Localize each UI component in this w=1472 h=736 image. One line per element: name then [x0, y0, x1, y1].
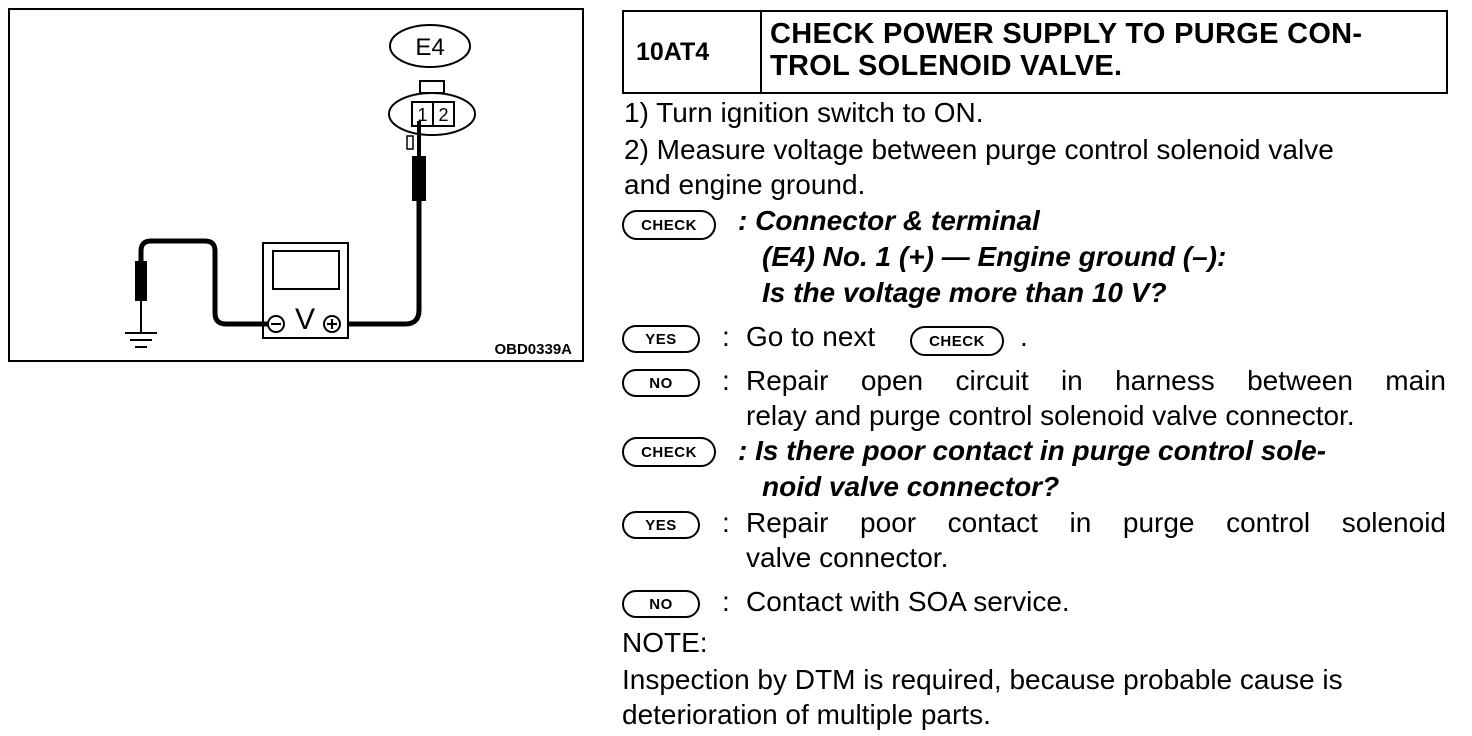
no-1-line2: relay and purge control solenoid valve c… — [746, 400, 1355, 431]
negative-lead — [138, 238, 268, 327]
check-1-line3: Is the voltage more than 10 V? — [762, 277, 1167, 308]
voltmeter-display — [272, 250, 340, 290]
probe-handle-positive — [412, 156, 426, 201]
probe-handle-negative — [135, 261, 147, 301]
pin-2-label: 2 — [438, 105, 448, 125]
yes-badge-2: YES — [622, 511, 700, 539]
yes-badge: YES — [622, 325, 700, 353]
step-title-line1: CHECK POWER SUPPLY TO PURGE CON- — [770, 18, 1363, 50]
yes-2-line1: Repair poor contact in purge control sol… — [746, 507, 1446, 538]
note-label: NOTE: — [622, 627, 708, 658]
check-2-line1: : Is there poor contact in purge control… — [738, 435, 1327, 466]
check-1-line2: (E4) No. 1 (+) — Engine ground (–): — [762, 241, 1227, 272]
note-line2: deterioration of multiple parts. — [622, 699, 991, 730]
check-badge-2: CHECK — [622, 437, 716, 467]
yes-2-line2: valve connector. — [746, 542, 949, 573]
step-2-line1: 2) Measure voltage between purge control… — [624, 134, 1334, 165]
no-badge: NO — [622, 369, 700, 397]
no-2-text: Contact with SOA service. — [746, 586, 1070, 617]
yes-2-colon: : — [722, 507, 730, 538]
ground-symbol — [125, 332, 157, 348]
positive-lead — [335, 201, 422, 327]
connector-tab — [406, 135, 414, 150]
step-2-line2: and engine ground. — [624, 169, 866, 200]
wiring-diagram: E4 1 2 V OBD0339A — [8, 8, 584, 362]
step-title-line2: TROL SOLENOID VALVE. — [770, 50, 1123, 82]
connector-latch — [419, 80, 445, 94]
step-1: 1) Turn ignition switch to ON. — [624, 97, 984, 128]
no-1-line1: Repair open circuit in harness between m… — [746, 365, 1446, 396]
step-code: 10AT4 — [624, 12, 762, 92]
check-badge: CHECK — [622, 210, 716, 240]
connector-label-ellipse — [389, 24, 471, 68]
yes-1-colon: : — [722, 321, 730, 352]
pin-1-label: 1 — [417, 105, 427, 125]
check-badge-inline: CHECK — [910, 326, 1004, 356]
connector-label: E4 — [415, 34, 444, 61]
no-2-colon: : — [722, 586, 730, 617]
no-badge-2: NO — [622, 590, 700, 618]
voltmeter-symbol: V — [295, 303, 315, 336]
check-1-line1: : Connector & terminal — [738, 205, 1040, 236]
yes-1-text: Go to next — [746, 321, 876, 352]
check-2-line2: noid valve connector? — [762, 471, 1060, 502]
step-title: CHECK POWER SUPPLY TO PURGE CON- TROL SO… — [762, 12, 1446, 92]
no-1-colon: : — [722, 365, 730, 396]
note-line1: Inspection by DTM is required, because p… — [622, 664, 1343, 695]
yes-1-period: . — [1020, 321, 1028, 352]
figure-id: OBD0339A — [494, 341, 572, 358]
step-header: 10AT4 CHECK POWER SUPPLY TO PURGE CON- T… — [622, 10, 1448, 94]
